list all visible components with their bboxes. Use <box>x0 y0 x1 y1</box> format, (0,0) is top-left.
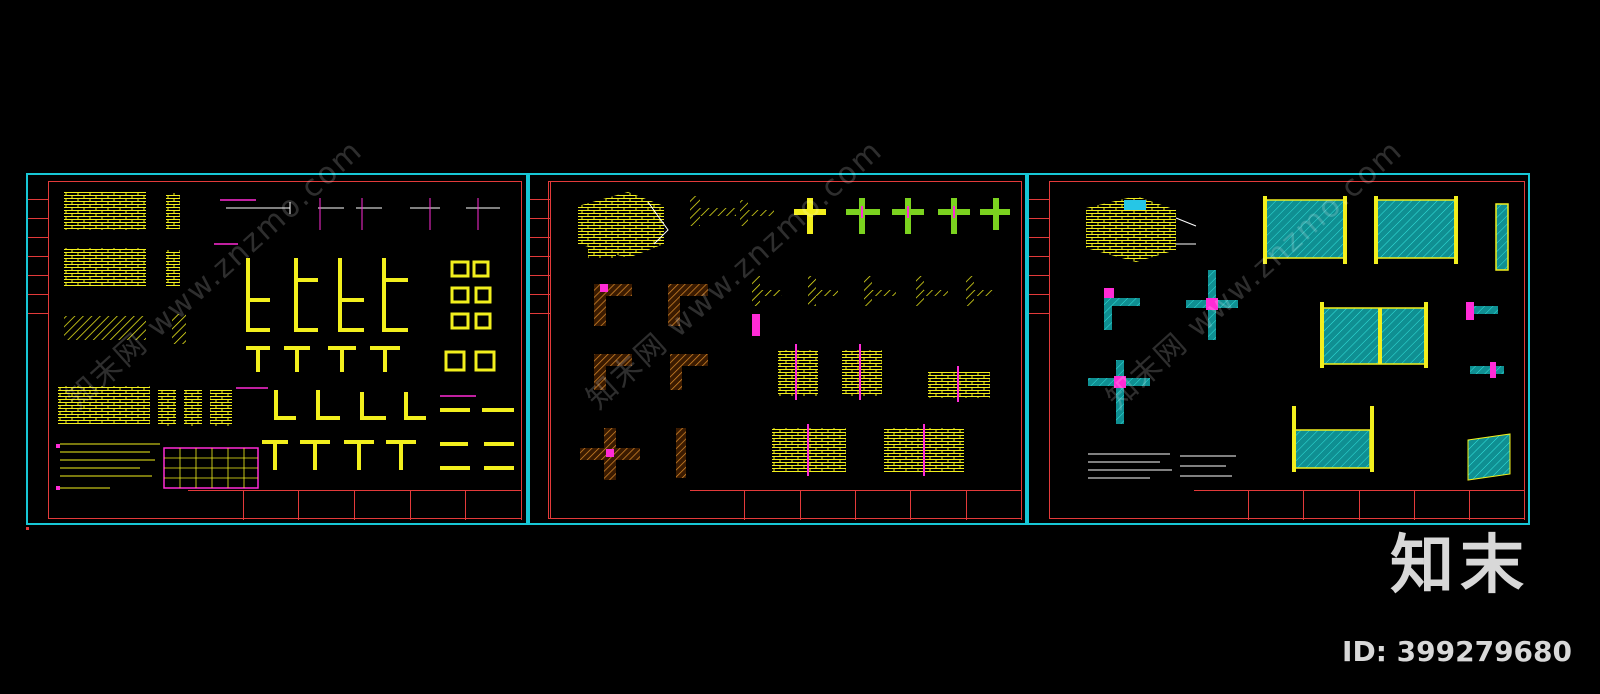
sheet-3-left-strip <box>1029 181 1050 519</box>
drawing-sheet-2[interactable] <box>528 173 1027 525</box>
sheet-1-details <box>56 192 514 490</box>
sheet-2-left-strip <box>530 181 551 519</box>
sheet-1-left-strip <box>28 181 49 519</box>
sheet-2-title-block <box>690 490 1022 520</box>
drawing-sheet-3[interactable] <box>1027 173 1530 525</box>
brand-logo: 知末 <box>1390 529 1530 603</box>
drawing-sheet-1[interactable] <box>26 173 528 525</box>
sheet-2-details <box>578 192 1010 480</box>
sheet-2-border <box>548 181 1022 519</box>
sheet-1-title-block <box>188 490 523 520</box>
sheet-3-title-block <box>1194 490 1526 520</box>
image-id-label: ID: 399279680 <box>1342 635 1572 668</box>
sheet-3-details <box>1086 196 1511 481</box>
